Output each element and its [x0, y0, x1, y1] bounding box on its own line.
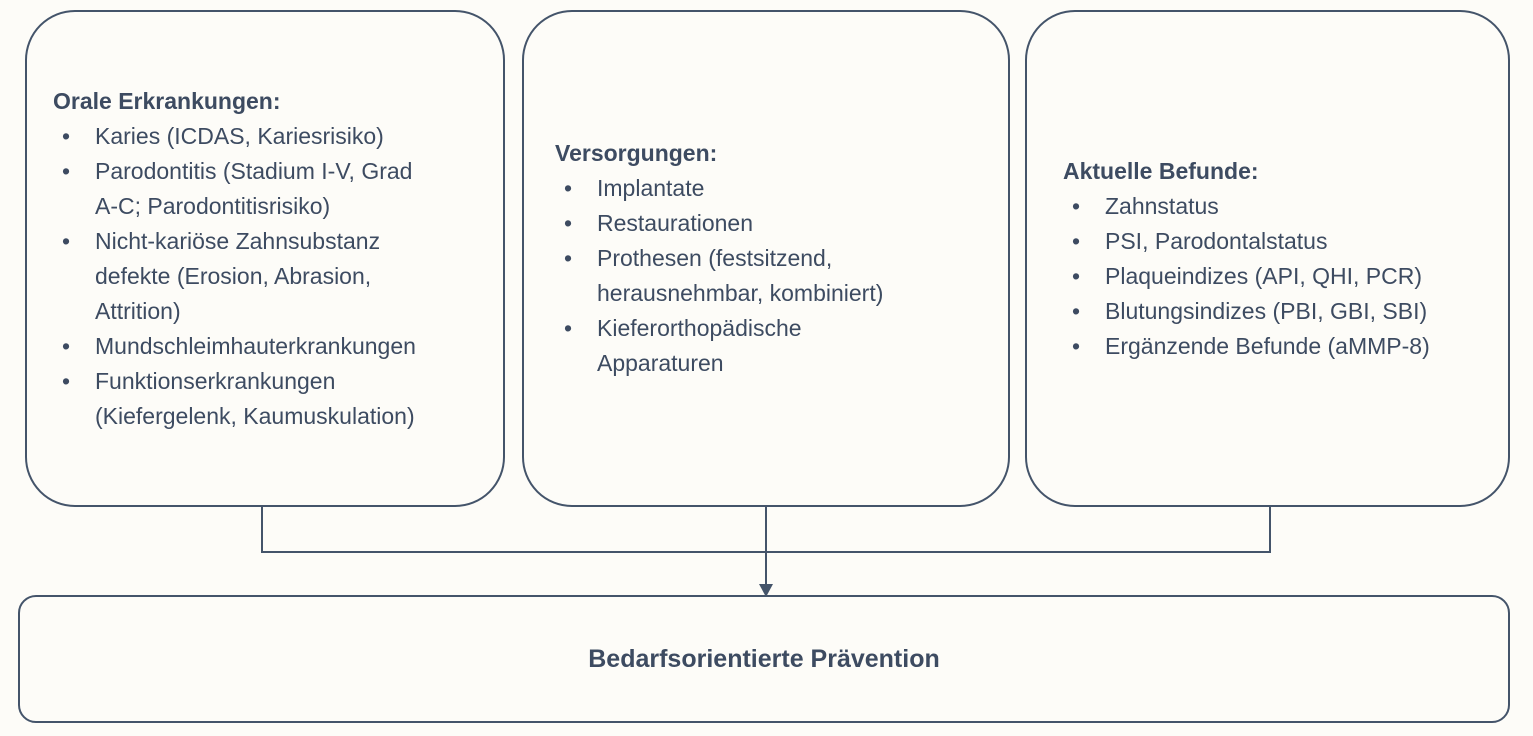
- list-item: • Ergänzende Befunde (aMMP-8): [1063, 329, 1490, 364]
- bullet-icon: •: [62, 332, 71, 359]
- bullet-icon: •: [564, 315, 573, 341]
- list-item-text: Zahnstatus: [1105, 192, 1219, 219]
- list-item-text: Parodontitis (Stadium I-V, Grad A-C; Par…: [95, 157, 413, 219]
- list-item-text: Ergänzende Befunde (aMMP-8): [1105, 332, 1430, 359]
- list-item: • Prothesen (festsitzend, herausnehmbar,…: [555, 241, 918, 311]
- bullet-icon: •: [1072, 297, 1081, 324]
- list-item-text: Prothesen (festsitzend, herausnehmbar, k…: [597, 245, 884, 306]
- box-orale-erkrankungen: Orale Erkrankungen: • Karies (ICDAS, Kar…: [25, 10, 505, 507]
- bullet-icon: •: [62, 367, 71, 394]
- list-item-text: Blutungsindizes (PBI, GBI, SBI): [1105, 297, 1428, 324]
- bullet-list: • Karies (ICDAS, Kariesrisiko) • Parodon…: [53, 119, 440, 434]
- bullet-icon: •: [564, 210, 573, 236]
- list-item-text: Mundschleimhauterkrankungen: [95, 332, 416, 359]
- result-box: Bedarfsorientierte Prävention: [18, 595, 1510, 723]
- list-item-text: Kieferorthopädische Apparaturen: [597, 315, 802, 376]
- list-item: • Kieferorthopädische Apparaturen: [555, 311, 918, 381]
- list-item: • Implantate: [555, 171, 918, 206]
- box-title: Orale Erkrankungen:: [53, 87, 281, 114]
- list-item: • Zahnstatus: [1063, 189, 1490, 224]
- list-item: • Parodontitis (Stadium I-V, Grad A-C; P…: [53, 154, 440, 224]
- list-item-text: Funktionserkrankungen (Kiefergelenk, Kau…: [95, 367, 415, 429]
- list-item: • Funktionserkrankungen (Kiefergelenk, K…: [53, 364, 440, 434]
- list-item: • Blutungsindizes (PBI, GBI, SBI): [1063, 294, 1490, 329]
- list-item-text: PSI, Parodontalstatus: [1105, 227, 1328, 254]
- list-item-text: Plaqueindizes (API, QHI, PCR): [1105, 262, 1423, 289]
- bullet-icon: •: [1072, 262, 1081, 289]
- list-item: • PSI, Parodontalstatus: [1063, 224, 1490, 259]
- list-item-text: Karies (ICDAS, Kariesrisiko): [95, 122, 384, 149]
- bullet-list: • Implantate • Restaurationen • Prothese…: [555, 171, 918, 381]
- bullet-icon: •: [1072, 227, 1081, 254]
- list-item: • Plaqueindizes (API, QHI, PCR): [1063, 259, 1490, 294]
- bullet-icon: •: [1072, 332, 1081, 359]
- list-item-text: Implantate: [597, 175, 705, 201]
- list-item-text: Nicht-kariöse Zahnsubstanz defekte (Eros…: [95, 227, 381, 324]
- box-aktuelle-befunde: Aktuelle Befunde: • Zahnstatus • PSI, Pa…: [1025, 10, 1510, 507]
- bullet-icon: •: [62, 122, 71, 149]
- bullet-icon: •: [564, 175, 573, 201]
- result-label: Bedarfsorientierte Prävention: [588, 644, 940, 673]
- list-item-text: Restaurationen: [597, 210, 753, 236]
- list-item: • Restaurationen: [555, 206, 918, 241]
- bullet-icon: •: [1072, 192, 1081, 219]
- box-versorgungen: Versorgungen: • Implantate • Restauratio…: [522, 10, 1010, 507]
- list-item: • Nicht-kariöse Zahnsubstanz defekte (Er…: [53, 224, 440, 329]
- bullet-icon: •: [564, 245, 573, 271]
- box-title: Aktuelle Befunde:: [1063, 157, 1259, 184]
- bullet-icon: •: [62, 157, 71, 184]
- list-item: • Mundschleimhauterkrankungen: [53, 329, 440, 364]
- box-title: Versorgungen:: [555, 140, 718, 166]
- list-item: • Karies (ICDAS, Kariesrisiko): [53, 119, 440, 154]
- bullet-list: • Zahnstatus • PSI, Parodontalstatus • P…: [1063, 189, 1490, 364]
- bullet-icon: •: [62, 227, 71, 254]
